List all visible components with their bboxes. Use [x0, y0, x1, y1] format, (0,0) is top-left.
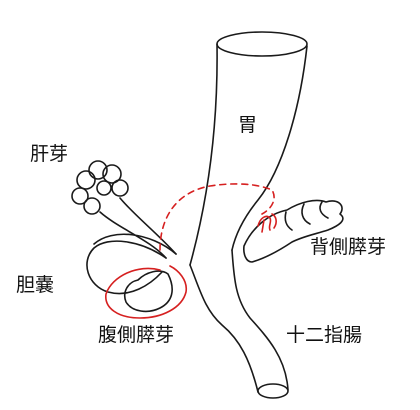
- stomach-right-wall: [231, 45, 308, 251]
- label-ventral-pancreatic-bud: 腹側膵芽: [98, 324, 175, 346]
- stomach-left-wall: [189, 43, 218, 266]
- label-gallbladder: 胆嚢: [16, 274, 55, 296]
- label-liver-bud: 肝芽: [30, 143, 69, 165]
- dorsal-bud-lobule-lines: [284, 201, 329, 231]
- ventral-bud-red-outline: [105, 265, 188, 319]
- label-stomach: 胃: [238, 114, 258, 136]
- hepatic-diverticulum: [99, 197, 177, 259]
- rotation-arrow-dashed: [159, 183, 275, 251]
- liver-bud: [71, 160, 129, 215]
- duodenum-left-wall: [189, 264, 259, 393]
- duodenum-right-wall: [231, 249, 289, 391]
- gallbladder-inner: [93, 233, 177, 255]
- gallbladder-stalk: [86, 240, 167, 295]
- ventral-pancreatic-bud: [123, 270, 173, 313]
- stomach-top-opening: [216, 31, 308, 57]
- label-dorsal-pancreatic-bud: 背側膵芽: [310, 236, 387, 258]
- dorsal-bud-red-mark: [257, 213, 277, 233]
- dorsal-pancreatic-bud: [243, 199, 344, 263]
- label-duodenum: 十二指腸: [286, 324, 363, 346]
- duodenum-bottom-opening: [257, 383, 289, 399]
